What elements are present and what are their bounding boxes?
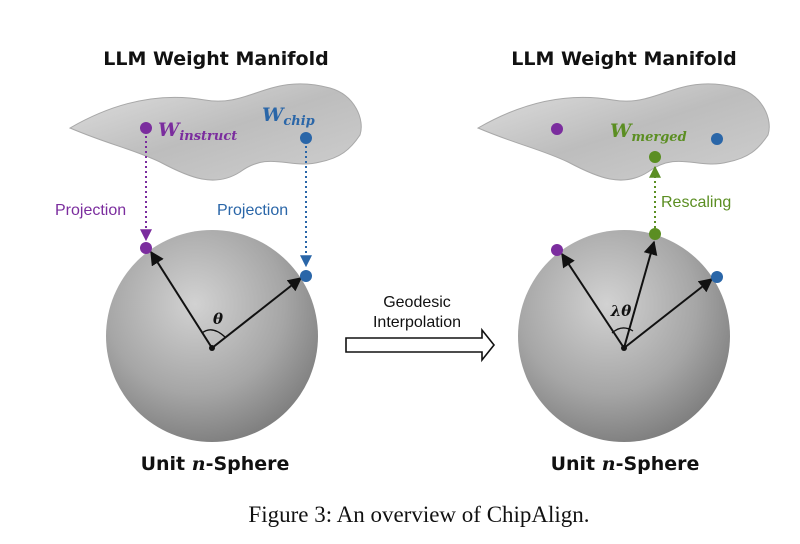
right-instruct-dot: [551, 123, 563, 135]
right-manifold-title: LLM Weight Manifold: [511, 48, 736, 70]
geodesic-interpolation-arrow: [345, 327, 496, 363]
sphere-point-chip: [300, 270, 312, 282]
right-angle-label: λθ: [610, 302, 632, 320]
w-merged-label: Wmerged: [610, 120, 687, 145]
right-sphere-point-chip: [711, 271, 723, 283]
right-angle-arc: [611, 327, 634, 334]
projection-label-right: Projection: [217, 202, 288, 219]
w-instruct-label: Winstruct: [158, 119, 237, 144]
right-unit-sphere: [518, 230, 730, 442]
left-manifold-title: LLM Weight Manifold: [103, 48, 328, 70]
left-vector-chip: [211, 277, 303, 349]
w-chip-label: Wchip: [262, 104, 315, 129]
left-angle-label: θ: [213, 310, 223, 328]
right-sphere-label: Unit n-Sphere: [551, 453, 700, 475]
rescaling-label: Rescaling: [661, 194, 731, 211]
right-sphere-point-instruct: [551, 244, 563, 256]
right-sphere-point-merged: [649, 228, 661, 240]
right-chip-dot: [711, 133, 723, 145]
geodesic-label-line2: Interpolation: [373, 314, 461, 331]
w-instruct-dot: [140, 122, 152, 134]
w-chip-dot: [300, 132, 312, 144]
right-vector-chip: [623, 278, 714, 349]
left-sphere-center: [209, 345, 215, 351]
left-sphere-label: Unit n-Sphere: [141, 453, 290, 475]
sphere-point-instruct: [140, 242, 152, 254]
w-merged-dot: [649, 151, 661, 163]
right-manifold-surface: [476, 83, 770, 181]
right-vector-merged: [623, 240, 658, 349]
left-unit-sphere: [106, 230, 318, 442]
right-sphere-center: [621, 345, 627, 351]
geodesic-label-line1: Geodesic: [383, 294, 451, 311]
left-manifold-surface: [68, 83, 362, 181]
projection-label-left: Projection: [55, 202, 126, 219]
left-angle-arc: [201, 329, 226, 338]
figure-caption: Figure 3: An overview of ChipAlign.: [248, 502, 589, 527]
left-vector-instruct: [150, 250, 213, 349]
